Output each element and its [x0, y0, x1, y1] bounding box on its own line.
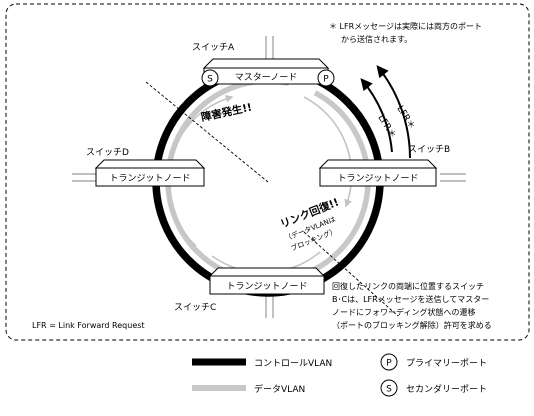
svg-text:P: P — [386, 359, 392, 369]
explanation-line-2: B･Cは、LFRメッセージを送信してマスター — [332, 294, 489, 304]
svg-text:P: P — [323, 75, 329, 85]
lfr-label-inner: LFR＊ — [375, 113, 397, 140]
note-line-2: から送信されます。 — [341, 34, 412, 44]
legend-data-vlan-label: データVLAN — [254, 383, 305, 395]
svg-text:S: S — [386, 385, 392, 395]
master-node-label: マスターノード — [235, 72, 297, 83]
diagram-frame — [5, 3, 530, 341]
external-links — [72, 36, 466, 318]
transit-node-left-label: トランジットノード — [109, 173, 190, 184]
secondary-port-master: S — [201, 69, 219, 87]
legend-primary-port-icon: P — [380, 353, 398, 371]
legend-primary-port-label: プライマリーポート — [406, 358, 487, 369]
switch-a-label: スイッチA — [192, 42, 235, 53]
legend-control-vlan-label: コントロールVLAN — [254, 359, 332, 369]
explanation-line-1: 回復したリンクの両端に位置するスイッチ — [332, 281, 484, 291]
note-line-1: ＊ LFRメッセージは実際には両方のポート — [329, 21, 482, 31]
master-node: マスターノード — [202, 58, 330, 85]
legend: コントロールVLAN データVLAN P プライマリーポート S セカンダリーポ… — [192, 353, 487, 397]
transit-node-right: トランジットノード — [318, 159, 438, 187]
lfr-label-outer: LFR＊ — [394, 104, 416, 131]
transit-node-bottom: トランジットノード — [208, 267, 326, 295]
legend-secondary-port-icon: S — [380, 379, 398, 397]
switch-c-label: スイッチC — [174, 302, 216, 313]
lfr-footnote: LFR = Link Forward Request — [32, 321, 145, 330]
explanation-line-4: （ポートのブロッキング解除）許可を求める — [332, 320, 492, 330]
primary-port-master: P — [317, 69, 335, 87]
svg-text:S: S — [207, 75, 213, 85]
transit-node-left: トランジットノード — [94, 159, 206, 187]
transit-node-right-label: トランジットノード — [337, 173, 418, 184]
transit-node-bottom-label: トランジットノード — [226, 281, 307, 292]
explanation-line-3: ノードにフォワーディング状態への遷移 — [332, 307, 475, 317]
data-flow-arrow-right — [303, 96, 353, 208]
lfr-arrow-inner — [360, 78, 393, 153]
lfr-arrow-outer — [376, 65, 411, 159]
failure-line — [145, 81, 269, 183]
recovery-pointer-line — [303, 231, 399, 317]
switch-b-label: スイッチB — [408, 144, 450, 155]
legend-secondary-port-label: セカンダリーポート — [406, 383, 487, 395]
switch-d-label: スイッチD — [86, 147, 129, 158]
